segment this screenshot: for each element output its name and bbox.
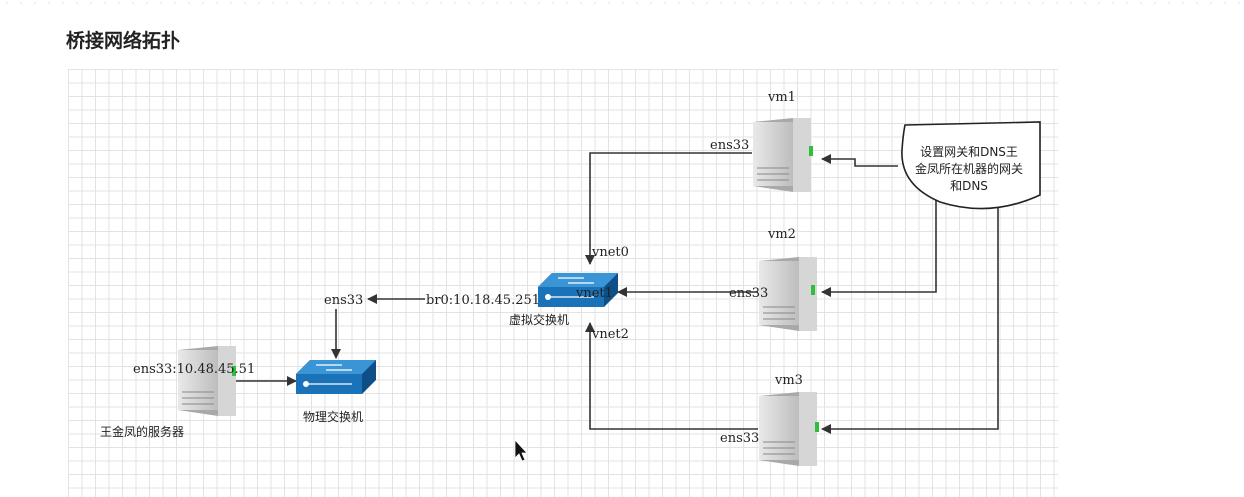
vm1-label: vm1 — [767, 90, 796, 105]
vm1-server-icon — [753, 118, 813, 192]
host-server-icon — [178, 346, 236, 416]
callout-bubble — [901, 121, 1041, 210]
vm2-nic-label: ens33 — [729, 286, 768, 301]
physical-switch-icon — [296, 360, 376, 394]
link-callout-vm1 — [821, 154, 898, 167]
vnet0-label: vnet0 — [591, 245, 629, 260]
link-vm1-vnet0 — [585, 152, 752, 265]
callout-line-1: 设置网关和DNS王 — [920, 145, 1018, 159]
vm3-nic-label: ens33 — [720, 431, 759, 446]
top-dotted-border — [0, 0, 1244, 6]
callout-line-3: 和DNS — [950, 179, 988, 193]
mouse-cursor-icon — [514, 438, 528, 462]
connections — [236, 152, 999, 434]
vnet1-label: vnet1 — [575, 286, 613, 301]
virtual-switch-label: 虚拟交换机 — [509, 312, 569, 327]
vnet2-label: vnet2 — [591, 327, 629, 342]
server-nic-label: ens33:10.48.45.51 — [133, 362, 255, 377]
server-label: 王金凤的服务器 — [100, 424, 184, 439]
page-title: 桥接网络拓扑 — [66, 30, 181, 52]
vm1-nic-label: ens33 — [710, 138, 749, 153]
vm2-server-icon — [759, 257, 817, 331]
vm3-label: vm3 — [774, 373, 803, 388]
uplink-nic-label: ens33 — [324, 293, 363, 308]
bridge-label: br0:10.18.45.251 — [426, 293, 540, 308]
link-callout-vm2 — [821, 190, 937, 297]
vm3-server-icon — [759, 392, 819, 466]
virtual-switch-icon — [538, 273, 618, 307]
vm2-label: vm2 — [767, 227, 796, 242]
link-vm3-vnet2 — [585, 322, 758, 430]
link-callout-vm3 — [821, 190, 999, 434]
physical-switch-label: 物理交换机 — [303, 409, 363, 424]
callout-line-2: 金凤所在机器的网关 — [915, 161, 1023, 176]
